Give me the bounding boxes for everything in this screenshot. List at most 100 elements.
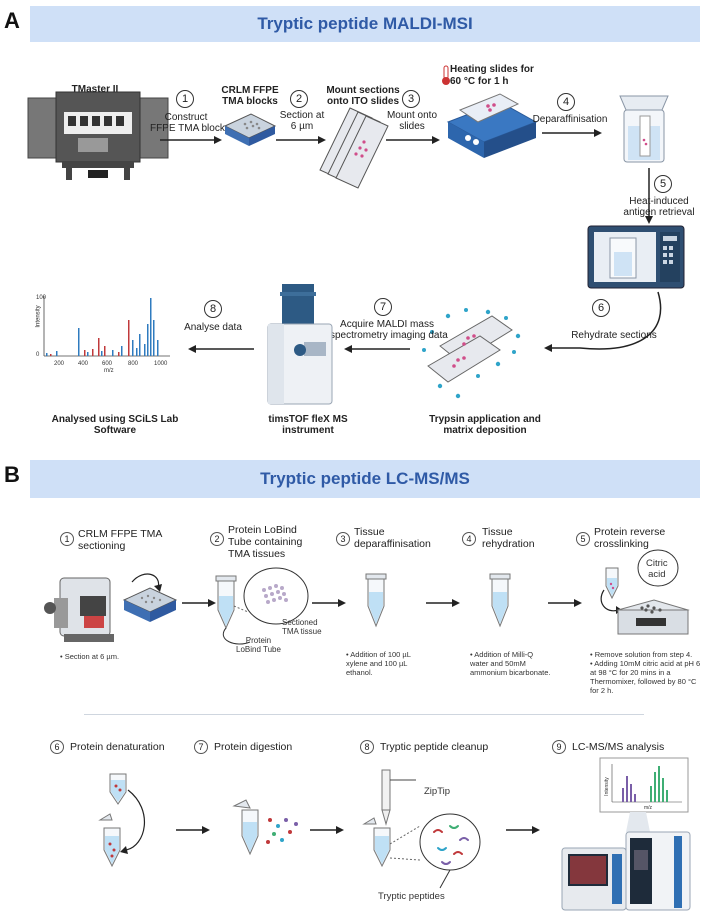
b-step-1-note: • Section at 6 µm. <box>60 652 120 661</box>
digestion-tube-icon <box>232 799 298 856</box>
lcms-spectrum-inset <box>599 757 689 813</box>
panel-b-title: Tryptic peptide LC-MS/MS <box>30 460 700 498</box>
ziptip-callout: ZipTip <box>424 786 451 797</box>
heating-label: Heating slides for 60 °C for 1 h <box>450 64 534 87</box>
b-step-7-label: Protein digestion <box>214 741 293 753</box>
thermometer-icon <box>442 65 450 85</box>
b-step-6-num: 6 <box>50 740 64 754</box>
spectrum-ytick-0: 0 <box>36 352 40 358</box>
spectrum-xtick-400: 400 <box>78 361 89 367</box>
lcms-xlabel: m/z <box>644 805 653 811</box>
tma-block-icon <box>223 113 277 146</box>
a-step-1-label: Construct FFPE TMA blocks <box>150 112 230 134</box>
a-step-2-num: 2 <box>290 90 308 108</box>
b-arrow-2 <box>312 599 346 607</box>
a-step-6-num: 6 <box>592 299 610 317</box>
thermomixer-icon <box>600 549 690 635</box>
a-step-6-label: Rehydrate sections <box>571 330 657 341</box>
timstof-label: timsTOF fleX MS instrument <box>268 414 348 436</box>
a-step-3-label: Mount onto slides <box>386 110 438 132</box>
spectrum-ylabel: Intensity <box>35 305 42 328</box>
a-step-7-num: 7 <box>374 298 392 316</box>
cleanup-icon <box>362 769 481 889</box>
b-arrow-3 <box>426 599 460 607</box>
b-step-8-num: 8 <box>360 740 374 754</box>
a-arrow-1 <box>160 136 222 144</box>
b-step-8-label: Tryptic peptide cleanup <box>380 741 489 753</box>
spectrum-xlabel: m/z <box>104 368 114 374</box>
spectrum-xtick-800: 800 <box>128 361 139 367</box>
b-step-4-label: Tissue rehydration <box>482 526 535 550</box>
b-step-3-note: • Addition of 100 µL xylene and 100 µL e… <box>346 650 411 677</box>
a-step-5-num: 5 <box>654 175 672 193</box>
b-step-9-label: LC-MS/MS analysis <box>572 741 665 753</box>
a-step-4-num: 4 <box>557 93 575 111</box>
b-step-5-label: Protein reverse crosslinking <box>594 526 666 550</box>
microtome-icon <box>44 573 178 642</box>
spectrum-ytick-100: 100 <box>36 295 47 301</box>
b-step-9-num: 9 <box>552 740 566 754</box>
b-step-1-num: 1 <box>60 532 74 546</box>
divider <box>84 714 644 715</box>
microwave-icon <box>587 225 685 289</box>
deparaffin-tube-icon <box>365 573 387 628</box>
a-step-3-num: 3 <box>402 90 420 108</box>
a-step-8-label: Analyse data <box>184 322 242 333</box>
citric-callout: Citric acid <box>646 558 668 580</box>
b-step-2-num: 2 <box>210 532 224 546</box>
a-arrow-3 <box>386 136 440 144</box>
staining-jar-icon <box>619 95 669 163</box>
a-step-2-label: Section at 6 µm <box>279 110 325 132</box>
trypsin-label: Trypsin application and matrix depositio… <box>429 414 541 436</box>
panel-b-letter: B <box>4 462 20 487</box>
spectrum-bars <box>46 298 159 356</box>
sectioned-callout: Sectioned TMA tissue <box>282 618 322 636</box>
a-step-8-num: 8 <box>204 300 222 318</box>
mass-spectrum-plot <box>43 296 170 357</box>
a-arrow-7 <box>344 345 410 353</box>
b-step-3-num: 3 <box>336 532 350 546</box>
lcms-ylabel: Intensity <box>603 777 610 796</box>
b-step-5-note: • Remove solution from step 4. • Adding … <box>590 650 701 695</box>
a-arrow-4 <box>542 129 602 137</box>
b-step-7-num: 7 <box>194 740 208 754</box>
crlm-blocks-label: CRLM FFPE TMA blocks <box>221 85 279 107</box>
ito-slides-icon <box>319 107 389 189</box>
a-step-7-label: Acquire MALDI mass spectrometry imaging … <box>330 319 448 341</box>
spectrum-xtick-600: 600 <box>102 361 113 367</box>
a-arrow-2 <box>276 136 326 144</box>
b-arrow-8 <box>506 826 540 834</box>
tryptic-callout: Tryptic peptides <box>378 891 445 902</box>
a-arrow-5 <box>645 168 653 224</box>
a-arrow-6 <box>544 291 662 352</box>
lcms-instrument-icon <box>561 812 691 911</box>
a-step-4-label: Deparaffinisation <box>532 114 608 125</box>
mount-sections-label: Mount sections onto ITO slides <box>326 85 400 107</box>
lobind-tube-icon <box>215 567 309 645</box>
tmaster-instrument-icon <box>27 91 169 180</box>
b-step-2-label: Protein LoBind Tube containing TMA tissu… <box>228 524 303 560</box>
lobind-callout: Protein LoBind Tube <box>236 636 281 654</box>
b-step-3-label: Tissue deparaffinisation <box>354 526 431 550</box>
panel-a-letter: A <box>4 8 20 33</box>
a-step-1-num: 1 <box>176 90 194 108</box>
b-arrow-4 <box>548 599 582 607</box>
a-step-5-label: Heat-induced antigen retrieval <box>623 196 695 218</box>
timstof-instrument-icon <box>267 284 333 405</box>
heating-plate-icon <box>446 93 538 158</box>
scils-label: Analysed using SCiLS Lab Software <box>51 414 179 436</box>
denaturation-tubes-icon <box>98 773 145 868</box>
b-step-5-num: 5 <box>576 532 590 546</box>
b-step-6-label: Protein denaturation <box>70 741 165 753</box>
trypsin-slides-icon <box>422 308 521 399</box>
b-step-1-label: CRLM FFPE TMA sectioning <box>78 528 163 552</box>
panel-a-title: Tryptic peptide MALDI-MSI <box>30 6 700 42</box>
b-arrow-7 <box>310 826 344 834</box>
b-step-4-note: • Addition of Milli-Q water and 50mM amm… <box>470 650 551 677</box>
b-arrow-6 <box>176 826 210 834</box>
b-arrow-1 <box>182 599 216 607</box>
tmaster-label: TMaster II <box>71 84 119 95</box>
a-arrow-8 <box>188 345 254 353</box>
b-step-4-num: 4 <box>462 532 476 546</box>
spectrum-xtick-200: 200 <box>54 361 65 367</box>
